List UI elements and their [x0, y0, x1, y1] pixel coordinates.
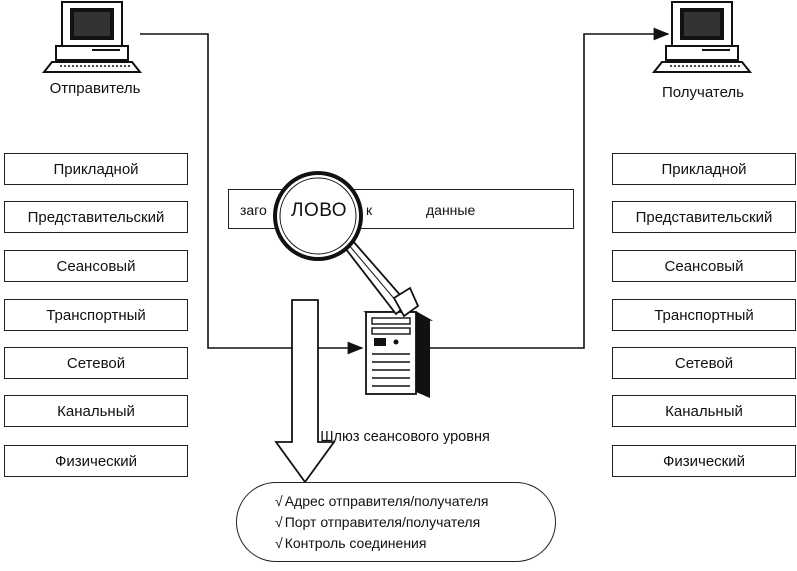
sender-layer-application: Прикладной	[4, 153, 188, 185]
receiver-label: Получатель	[662, 84, 744, 101]
gateway-server-icon	[362, 311, 434, 398]
sender-layer-transport: Транспортный	[4, 299, 188, 331]
receiver-layer-datalink: Канальный	[612, 395, 796, 427]
receiver-layer-transport: Транспортный	[612, 299, 796, 331]
packet-data-label: данные	[426, 202, 476, 218]
sender-computer-icon	[41, 1, 143, 73]
sender-layer-session: Сеансовый	[4, 250, 188, 282]
checkmark-icon: √	[275, 513, 283, 530]
gateway-to-receiver-wire	[430, 27, 670, 349]
check-item-address: √Адрес отправителя/получателя	[275, 491, 555, 512]
checkmark-icon: √	[275, 492, 283, 509]
receiver-layer-presentation: Представительский	[612, 201, 796, 233]
check-list-oval: √Адрес отправителя/получателя √Порт отпр…	[236, 482, 556, 562]
receiver-computer-icon	[651, 1, 753, 73]
inspection-down-arrow	[274, 299, 336, 484]
packet-header-magnified: ЛОВО	[291, 200, 348, 221]
check-item-port: √Порт отправителя/получателя	[275, 512, 555, 533]
sender-to-gateway-wire	[140, 33, 364, 355]
receiver-layer-application: Прикладной	[612, 153, 796, 185]
sender-label: Отправитель	[49, 80, 141, 97]
check-item-connection: √Контроль соединения	[275, 533, 555, 554]
check-item-address-text: Адрес отправителя/получателя	[284, 492, 489, 509]
sender-layer-datalink: Канальный	[4, 395, 188, 427]
check-item-connection-text: Контроль соединения	[284, 534, 427, 551]
receiver-layer-session: Сеансовый	[612, 250, 796, 282]
packet-header-left: заго	[240, 202, 267, 218]
sender-layer-network: Сетевой	[4, 347, 188, 379]
sender-layer-presentation: Представительский	[4, 201, 188, 233]
packet-header-right: к	[366, 202, 373, 218]
gateway-label: Шлюз сеансового уровня	[320, 429, 490, 445]
checkmark-icon: √	[275, 534, 283, 551]
receiver-layer-network: Сетевой	[612, 347, 796, 379]
magnifying-glass-icon	[273, 171, 420, 318]
receiver-layer-physical: Физический	[612, 445, 796, 477]
check-item-port-text: Порт отправителя/получателя	[284, 513, 481, 530]
sender-layer-physical: Физический	[4, 445, 188, 477]
